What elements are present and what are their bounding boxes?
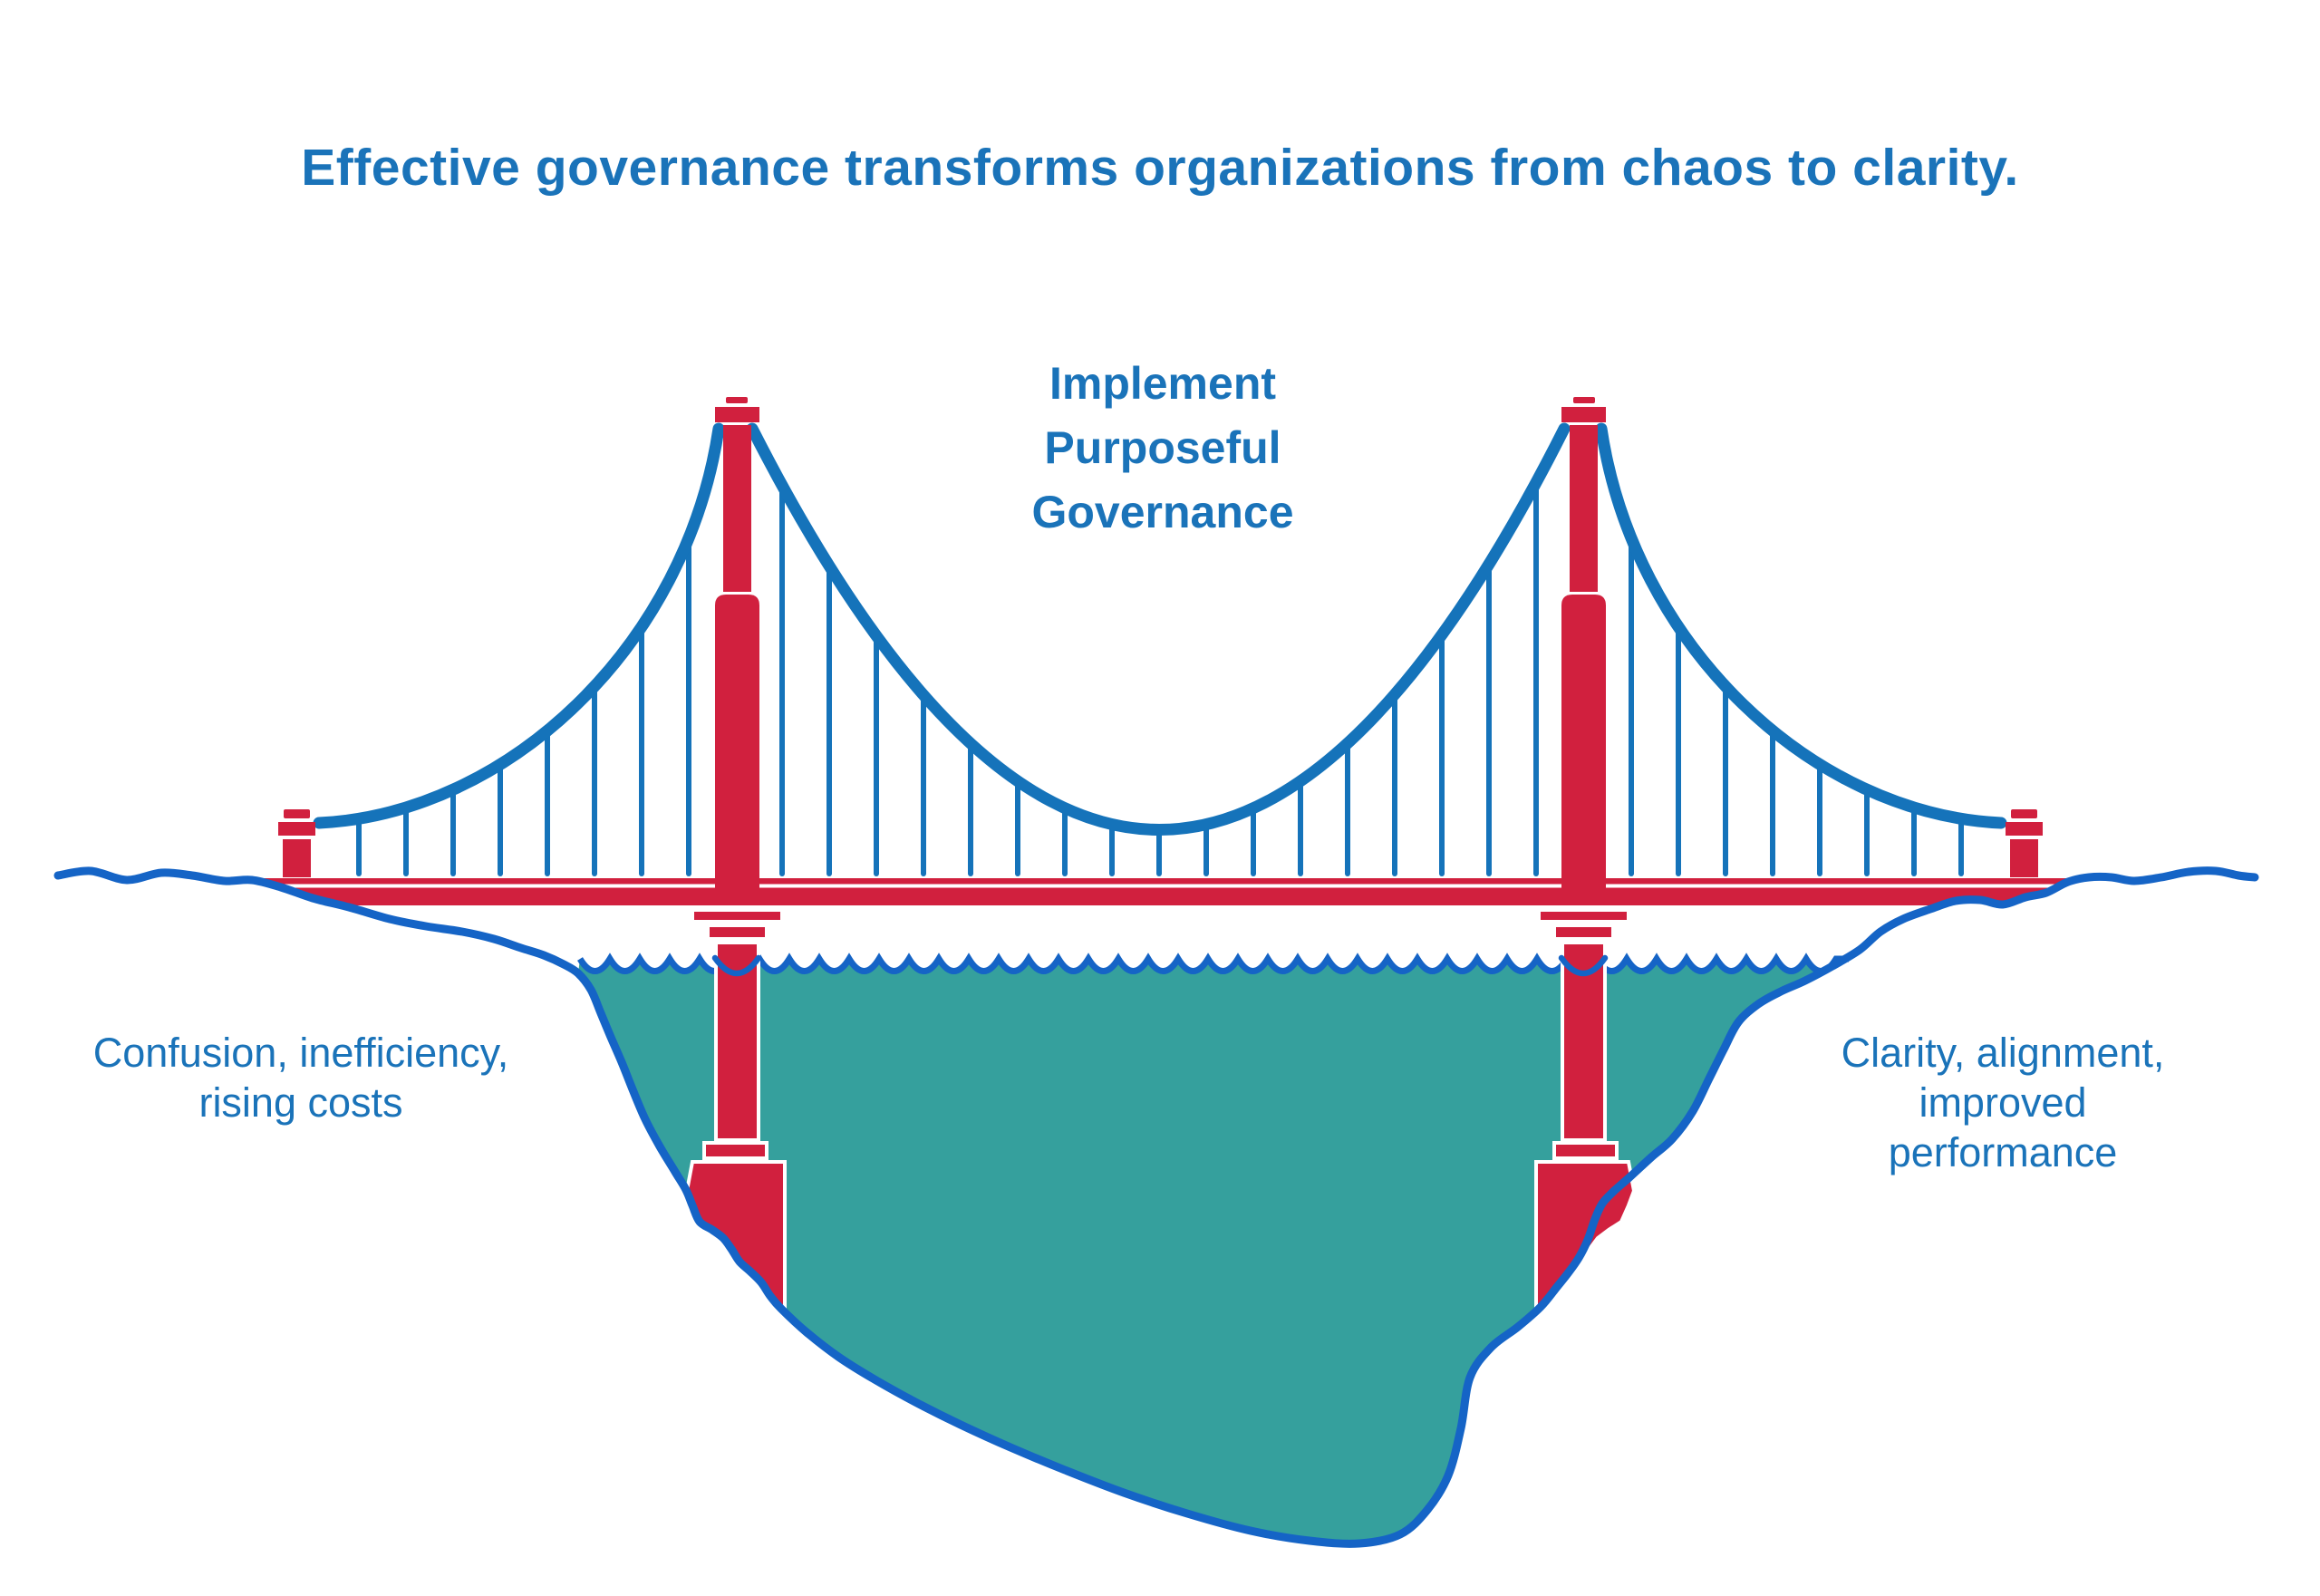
wave-dip-left-pier (711, 954, 762, 977)
main-cables (313, 422, 2007, 836)
canyon-terrain-line (53, 866, 2259, 1548)
bridge-center-label-line2: Purposeful (1044, 422, 1281, 473)
clarity-side-label-line1: Clarity, alignment, improved (1841, 1030, 2165, 1126)
bridge-center-label: Implement Purposeful Governance (936, 352, 1389, 545)
right-tower-finial (1573, 397, 1595, 403)
suspender-cables (356, 483, 1964, 876)
water-surface-line (577, 953, 1849, 974)
page-title: Effective governance transforms organiza… (301, 139, 2019, 197)
chaos-side-label-line2: rising costs (198, 1079, 403, 1126)
deck-top-stripe (243, 878, 2084, 885)
left-tower-substructure (684, 908, 787, 1313)
left-anchor-column (283, 839, 311, 877)
deck-band (243, 887, 2084, 905)
main-cable-left-span (313, 422, 725, 829)
right-pier-cap-wide (1537, 908, 1630, 924)
bridge-center-label-line3: Governance (1031, 487, 1294, 537)
right-tower-upper-column (1570, 425, 1598, 592)
right-tower-main-column (1561, 595, 1606, 904)
bridge-deck (243, 878, 2084, 905)
left-tower-cap (715, 407, 759, 422)
clarity-side-label-line2: performance (1888, 1129, 2118, 1175)
right-anchor-cap (2006, 822, 2043, 836)
right-footing-cap (1552, 1141, 1619, 1160)
left-anchor-cap (278, 822, 315, 836)
left-anchor-finial (284, 809, 310, 818)
water-body (578, 950, 1860, 1543)
right-anchor-pylon (2006, 809, 2043, 877)
left-pier-cap-narrow (706, 924, 768, 941)
left-anchor-pylon (278, 809, 315, 877)
right-anchor-column (2010, 839, 2038, 877)
left-tower-upper-column (723, 425, 751, 592)
right-pier-cap-narrow (1552, 924, 1615, 941)
right-tower-cap (1561, 407, 1606, 422)
left-pier-cap-wide (691, 908, 784, 924)
left-footing-cap (702, 1141, 768, 1160)
left-tower-finial (726, 397, 748, 403)
right-anchor-finial (2011, 809, 2037, 818)
wave-dip-right-pier (1558, 954, 1609, 977)
left-tower (715, 397, 759, 904)
main-cable-center-span (746, 422, 1571, 836)
main-cable-right-span (1595, 422, 2007, 829)
chaos-side-label-line1: Confusion, inefficiency, (92, 1030, 509, 1076)
left-tower-main-column (715, 595, 759, 904)
canyon-ground-mask (58, 870, 2255, 1596)
right-tower (1561, 397, 1606, 904)
clarity-side-label: Clarity, alignment, improved performance (1776, 1028, 2229, 1177)
bridge-center-label-line1: Implement (1049, 358, 1277, 409)
chaos-side-label: Confusion, inefficiency, rising costs (74, 1028, 527, 1127)
